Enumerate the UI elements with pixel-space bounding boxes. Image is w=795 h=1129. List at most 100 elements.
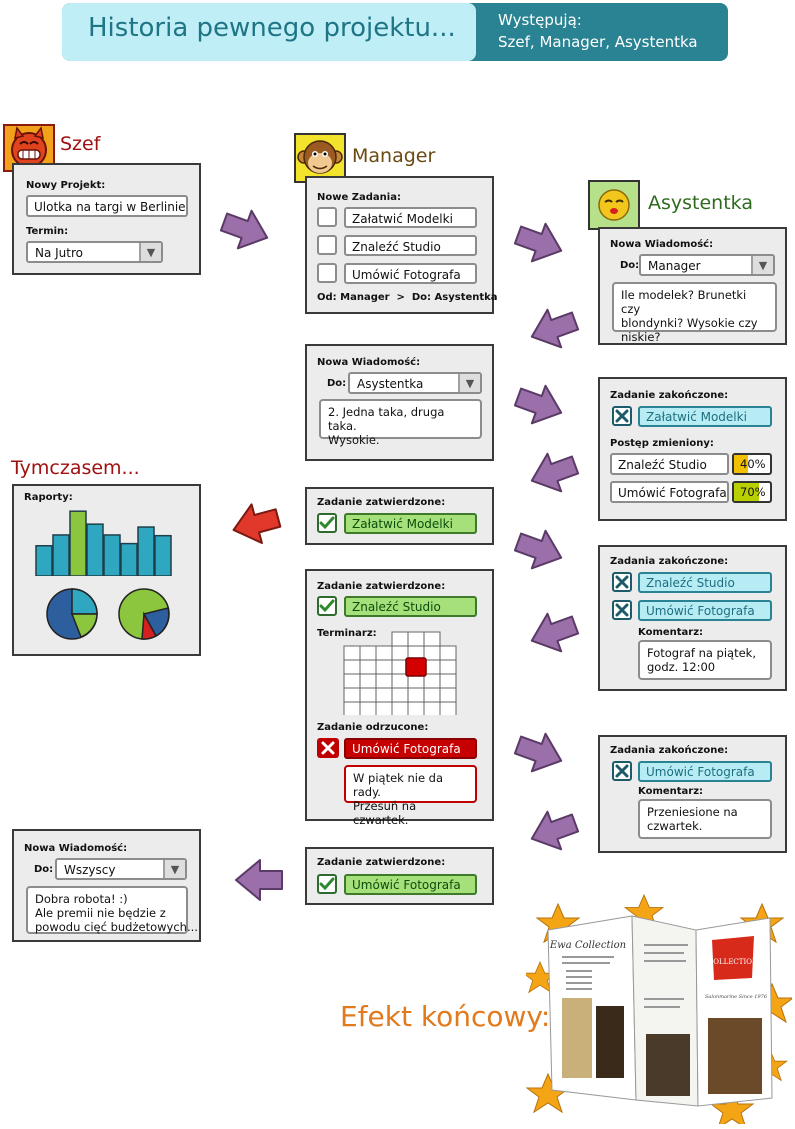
- message-line: Ale premii nie będzie z: [35, 906, 166, 920]
- comment-line: godz. 12:00: [647, 660, 716, 674]
- comment-label: Komentarz:: [638, 786, 704, 797]
- done-label: Zadanie zakończone:: [610, 390, 729, 401]
- progress-percent: 70%: [740, 485, 766, 499]
- route-label: Od: Manager > Do: Asystentka: [317, 292, 498, 303]
- manager-heading: Manager: [352, 145, 436, 167]
- progress-percent: 40%: [740, 457, 766, 471]
- brochure-logo: COLLECTION: [708, 958, 758, 966]
- approved-task-field: Znaleźć Studio: [344, 596, 477, 617]
- comment-line: Przeniesione na: [647, 805, 738, 819]
- rejection-note[interactable]: W piątek nie da rady. Przesuń na czwarte…: [344, 765, 477, 827]
- reject-box[interactable]: [317, 738, 339, 758]
- reports-label: Raporty:: [24, 492, 73, 503]
- arrow-left-icon: [227, 497, 285, 551]
- task-field[interactable]: Umówić Fotografa: [344, 263, 477, 284]
- message-body[interactable]: Dobra robota! :) Ale premii nie będzie z…: [26, 886, 198, 934]
- progress-fill: [734, 483, 760, 501]
- message-line: Dobra robota! :): [35, 892, 128, 906]
- done-task-field: Umówić Fotografa: [638, 761, 772, 782]
- arrow-left-icon: [523, 301, 583, 357]
- tasks-label: Nowe Zadania:: [317, 192, 401, 203]
- header-title-box: [62, 3, 476, 61]
- progress-task-field: Znaleźć Studio: [610, 453, 729, 475]
- message-label: Nowa Wiadomość:: [24, 843, 128, 854]
- message-line: powodu cięć budżetowych...: [35, 920, 198, 934]
- done-check-box[interactable]: [612, 761, 632, 781]
- approved-check[interactable]: [317, 596, 337, 616]
- asystentka-message-panel: Nowa Wiadomość: Do: Manager ▼ Ile modele…: [598, 227, 787, 345]
- arrow-left-icon: [523, 605, 583, 661]
- task-field[interactable]: Znaleźć Studio: [344, 235, 477, 256]
- approved-check[interactable]: [317, 513, 337, 533]
- report-bar: [154, 534, 172, 576]
- progress-label: Postęp zmieniony:: [610, 438, 714, 449]
- comment-body[interactable]: Fotograf na piątek, godz. 12:00: [638, 640, 772, 680]
- to-label: Do:: [34, 864, 54, 875]
- done-check-box[interactable]: [612, 406, 632, 426]
- arrow-left-icon: [523, 803, 583, 859]
- final-effect-label: Efekt końcowy:: [340, 1000, 551, 1033]
- szef-new-project-panel: Nowy Projekt: Ulotka na targi w Berlinie…: [12, 163, 201, 275]
- chevron-down-icon[interactable]: ▼: [458, 374, 480, 392]
- message-label: Nowa Wiadomość:: [317, 357, 421, 368]
- arrow-left-icon: [523, 445, 583, 501]
- brochure-caption: Salonmarine Since 1976: [705, 994, 768, 1000]
- project-label: Nowy Projekt:: [26, 180, 106, 191]
- schedule-selected-cell[interactable]: [405, 657, 427, 677]
- szef-heading: Szef: [60, 133, 101, 155]
- szef-avatar: [3, 124, 55, 172]
- schedule-grid: [343, 631, 457, 715]
- pie-chart-left: [46, 588, 98, 640]
- arrow-right-icon: [510, 725, 570, 781]
- x-mark-icon: [615, 409, 629, 423]
- deadline-select[interactable]: Na Jutro ▼: [26, 241, 163, 263]
- brochure-title: Ewa Collection: [549, 940, 626, 951]
- project-input[interactable]: Ulotka na targi w Berlinie: [26, 195, 188, 217]
- message-line: Wysokie.: [328, 433, 380, 447]
- comment-label: Komentarz:: [638, 627, 704, 638]
- task-field[interactable]: Załatwić Modelki: [344, 207, 477, 228]
- approved-check[interactable]: [317, 874, 337, 894]
- x-mark-icon: [615, 575, 629, 589]
- task-checkbox[interactable]: [317, 263, 337, 283]
- done-check-box[interactable]: [612, 600, 632, 620]
- recipient-select[interactable]: Wszyscy ▼: [55, 858, 187, 880]
- task-checkbox[interactable]: [317, 207, 337, 227]
- done-check-box[interactable]: [612, 572, 632, 592]
- comment-body[interactable]: Przeniesione na czwartek.: [638, 799, 772, 839]
- report-bar: [86, 523, 104, 576]
- checkmark-icon: [319, 516, 335, 530]
- reports-panel: Raporty:: [12, 484, 201, 656]
- chevron-down-icon[interactable]: ▼: [163, 860, 185, 878]
- schedule-cell[interactable]: [439, 701, 457, 715]
- message-body[interactable]: 2. Jedna taka, druga taka. Wysokie.: [319, 399, 482, 447]
- done-task-field: Umówić Fotografa: [638, 600, 772, 621]
- task-checkbox[interactable]: [317, 235, 337, 255]
- recipient-select[interactable]: Asystentka ▼: [348, 372, 482, 394]
- message-body[interactable]: Ile modelek? Brunetki czy blondynki? Wys…: [612, 282, 777, 344]
- schedule-label: Terminarz:: [317, 628, 377, 639]
- rejected-task-field: Umówić Fotografa: [344, 738, 477, 759]
- done-task-field: Załatwić Modelki: [638, 406, 772, 427]
- comment-line: Fotograf na piątek,: [647, 646, 756, 660]
- asystentka-done-panel-2: Zadania zakończone: Znaleźć Studio Umówi…: [598, 545, 787, 691]
- recipient-select[interactable]: Manager ▼: [639, 254, 775, 276]
- arrow-right-icon: [510, 522, 570, 578]
- reports-bar-chart: [35, 510, 172, 576]
- asystentka-done-panel-3: Zadania zakończone: Umówić Fotografa Kom…: [598, 735, 787, 853]
- done-task-field: Znaleźć Studio: [638, 572, 772, 593]
- approved-panel-2: Zadanie zatwierdzone: Umówić Fotografa: [305, 847, 494, 905]
- progress-task-field: Umówić Fotografa: [610, 481, 729, 503]
- chevron-down-icon[interactable]: ▼: [751, 256, 773, 274]
- to-label: Do:: [620, 260, 640, 271]
- report-bar: [52, 534, 70, 576]
- approved-label: Zadanie zatwierdzone:: [317, 497, 446, 508]
- arrow-right-icon: [216, 202, 276, 258]
- message-line: 2. Jedna taka, druga taka.: [328, 405, 445, 433]
- close-icon: [321, 741, 335, 755]
- message-line: blondynki? Wysokie czy: [621, 316, 758, 330]
- approved-label: Zadanie zatwierdzone:: [317, 857, 446, 868]
- arrow-right-icon: [510, 215, 570, 271]
- brochure-image: COLLECTION Ewa Collection Salonmarine Si…: [526, 894, 792, 1124]
- chevron-down-icon[interactable]: ▼: [139, 243, 161, 261]
